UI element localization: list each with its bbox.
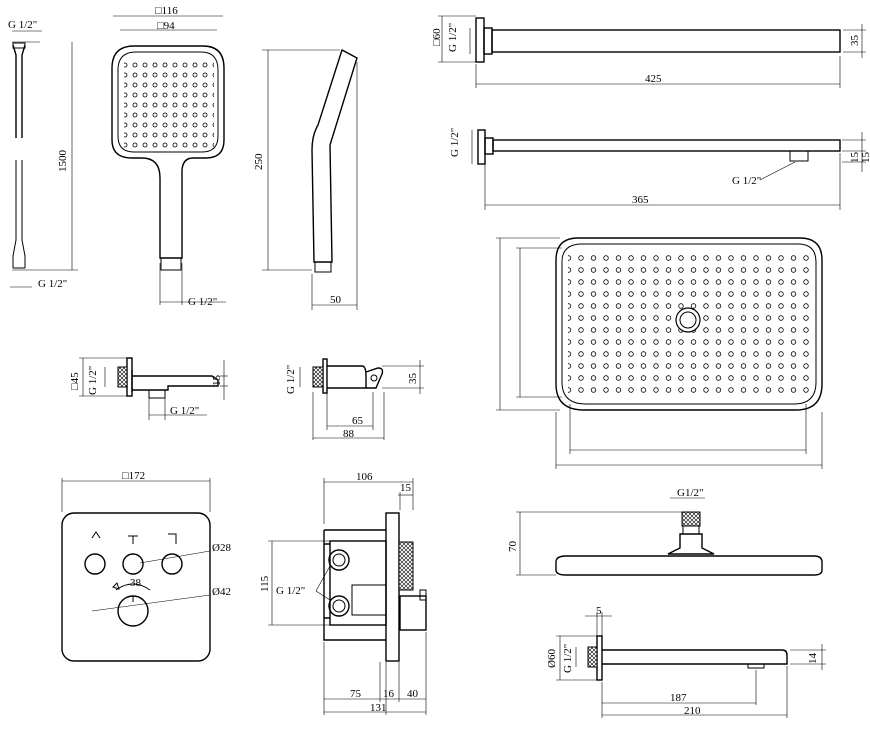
bath-spout: 5 Ø60 G 1/2" 14 187 210	[546, 605, 826, 718]
hand-shower-inner-label: □94	[157, 20, 175, 32]
arm-ceiling-length-label: 365	[632, 194, 649, 206]
shower-hose: G 1/2" 1500 G 1/2"	[8, 19, 78, 290]
thermostat-plate-thickness-label: 15	[400, 482, 412, 494]
arm-ceiling-thread-outlet-label: G 1/2"	[732, 175, 761, 187]
shower-holder: G 1/2" 35 65 88	[285, 358, 424, 440]
spout-length-b-label: 210	[684, 705, 701, 717]
elbow-outlet: □45 G 1/2" 15 G 1/2"	[69, 357, 228, 420]
thermostat-width-total-label: 106	[356, 471, 373, 483]
spout-height-label: 14	[807, 653, 819, 665]
rain-head-side-thread-label: G1/2"	[677, 487, 704, 499]
holder-height-label: 35	[407, 373, 419, 385]
hand-shower-front-view: □116 □94 G 1/2"	[111, 5, 226, 308]
holder-depth-a-label: 65	[352, 415, 364, 427]
hose-thread-top-label: G 1/2"	[8, 19, 37, 31]
thermostat-front-view: □172 38 Ø28 Ø42	[61, 470, 231, 662]
holder-thread-label: G 1/2"	[285, 365, 297, 394]
shower-arm-wall: □60 G 1/2" 35 425	[431, 15, 866, 88]
thermostat-plate-label: □172	[122, 470, 145, 482]
holder-depth-b-label: 88	[343, 428, 355, 440]
hand-shower-thread-label: G 1/2"	[188, 296, 217, 308]
spout-top-label: 5	[596, 605, 602, 617]
elbow-flange-label: □45	[69, 372, 81, 390]
thermostat-scale-label: 38	[130, 577, 142, 589]
rain-head-side-view: G1/2" 70	[507, 487, 823, 576]
arm-ceiling-thread-top-label: G 1/2"	[449, 128, 461, 157]
rain-head-side-height-label: 70	[507, 541, 519, 553]
rain-head-top-view	[496, 237, 823, 469]
spout-flange-label: Ø60	[546, 649, 558, 668]
hand-shower-height-label: 250	[253, 153, 265, 170]
thermostat-d3-label: 40	[407, 688, 419, 700]
elbow-thread-label: G 1/2"	[87, 366, 99, 395]
spout-length-a-label: 187	[670, 692, 687, 704]
arm-ceiling-height-b-label: 15	[860, 152, 870, 164]
thermostat-height-label: 115	[259, 575, 271, 592]
hose-thread-bottom-label: G 1/2"	[38, 278, 67, 290]
arm-ceiling-height-a-label: 15	[849, 152, 861, 164]
thermostat-d1-label: 75	[350, 688, 362, 700]
thermostat-section-view: 106 15 115 G 1/2" 75 16 40 131	[259, 471, 427, 715]
hand-shower-depth-label: 50	[330, 294, 342, 306]
elbow-height-label: 15	[211, 375, 223, 387]
arm-wall-flange-label: □60	[431, 28, 443, 46]
elbow-thread-out-label: G 1/2"	[170, 405, 199, 417]
spout-thread-label: G 1/2"	[562, 644, 574, 673]
thermostat-total-label: 131	[370, 702, 387, 714]
thermostat-knob-label: Ø28	[212, 542, 231, 554]
arm-wall-height-label: 35	[849, 35, 861, 47]
hand-shower-side-view: 250 50	[253, 48, 358, 310]
hand-shower-outer-label: □116	[155, 5, 178, 17]
arm-wall-length-label: 425	[645, 73, 662, 85]
arm-wall-thread-label: G 1/2"	[447, 23, 459, 52]
shower-arm-ceiling: G 1/2" G 1/2" 15 15 365	[449, 128, 870, 210]
thermostat-thread-label: G 1/2"	[276, 585, 305, 597]
hose-length-label: 1500	[57, 150, 69, 173]
thermostat-dial-label: Ø42	[212, 586, 231, 598]
thermostat-d2-label: 16	[383, 688, 395, 700]
